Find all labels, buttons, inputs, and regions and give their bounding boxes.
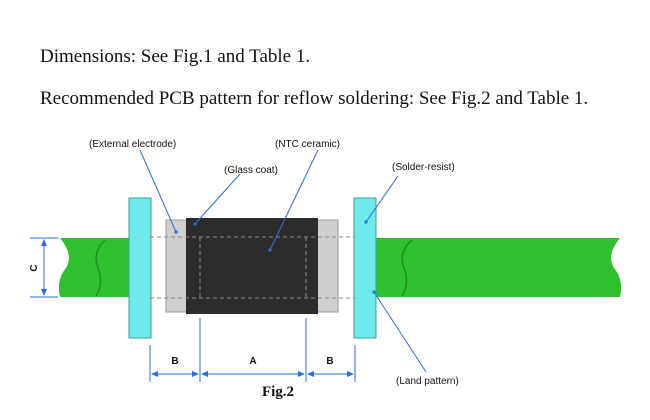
- label-land-pattern: (Land pattern): [396, 376, 459, 387]
- label-solder-resist: (Solder-resist): [392, 162, 455, 173]
- external-electrode-left: [165, 219, 189, 313]
- dimension-b-right-label: B: [326, 356, 333, 367]
- solder-resist-right: [353, 197, 377, 339]
- leader-lines: [139, 149, 427, 373]
- land-pattern-left: [58, 238, 150, 297]
- ntc-ceramic-body: [186, 218, 318, 314]
- dimension-a-label: A: [249, 356, 256, 367]
- dimension-c: [30, 237, 58, 298]
- label-glass-coat: (Glass coat): [224, 165, 278, 176]
- dimension-c-label: C: [29, 264, 40, 271]
- solder-resist-left: [128, 197, 152, 339]
- dashed-outlines: [150, 236, 355, 299]
- leader-dots: [174, 220, 376, 294]
- pcb-pattern-text: Recommended PCB pattern for reflow solde…: [40, 88, 589, 109]
- figure-caption: Fig.2: [262, 384, 294, 400]
- dimensions-text: Dimensions: See Fig.1 and Table 1.: [40, 46, 311, 67]
- land-pattern-right: [355, 238, 622, 297]
- label-external-electrode: (External electrode): [89, 139, 176, 150]
- dimension-b-left-label: B: [171, 356, 178, 367]
- dimension-horizontal: [149, 318, 356, 382]
- label-ntc-ceramic: (NTC ceramic): [275, 139, 340, 150]
